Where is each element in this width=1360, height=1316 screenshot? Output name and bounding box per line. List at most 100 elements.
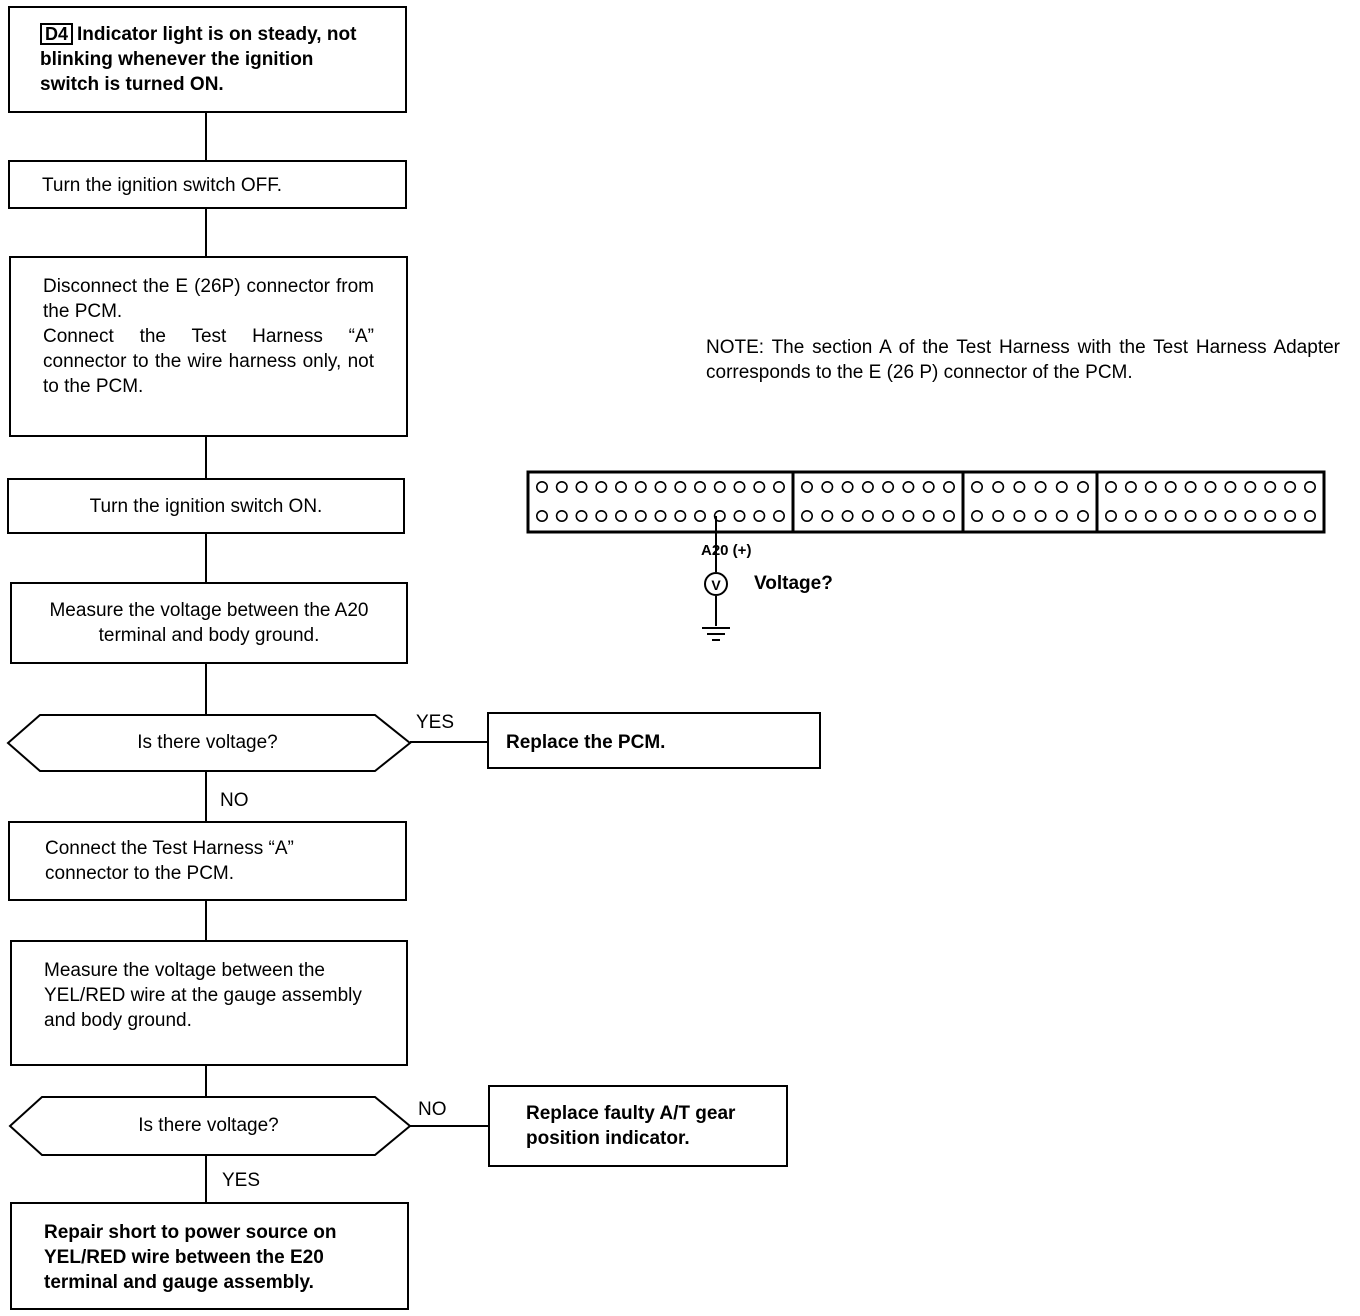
connector-pin xyxy=(1105,480,1118,493)
step-disconnect: Disconnect the E (26P) connector from th… xyxy=(9,256,408,437)
terminal-label: A20 (+) xyxy=(701,542,752,559)
connector-pin xyxy=(942,509,955,522)
step-ignition-on-text: Turn the ignition switch ON. xyxy=(89,495,323,517)
connector-pin xyxy=(1284,480,1297,493)
connector-pin xyxy=(654,509,667,522)
connector-pin xyxy=(1055,509,1068,522)
connector-pin xyxy=(595,480,608,493)
step-connect-pcm-text: Connect the Test Harness “A” connector t… xyxy=(45,838,294,884)
connector-pin xyxy=(1204,509,1217,522)
connector-pin xyxy=(992,509,1005,522)
step-indicator-text: Indicator light is on steady, not blinki… xyxy=(40,24,357,95)
connector-pin xyxy=(1013,509,1026,522)
connector-pin xyxy=(882,480,895,493)
connector-pin xyxy=(654,480,667,493)
step-disconnect-line2: Connect the Test Harness “A” connector t… xyxy=(43,326,374,397)
step-ignition-off-text: Turn the ignition switch OFF. xyxy=(42,175,283,196)
connector-pin xyxy=(1204,480,1217,493)
connector-pin xyxy=(800,509,813,522)
connector-pin xyxy=(970,480,983,493)
connector-pin xyxy=(1284,509,1297,522)
step-replace-pcm: Replace the PCM. xyxy=(487,712,821,769)
connector-pin xyxy=(614,480,627,493)
connector-pin xyxy=(1304,509,1317,522)
yes-label-2: YES xyxy=(222,1170,261,1191)
connector-pin xyxy=(861,480,874,493)
connector-pin xyxy=(753,480,766,493)
connector-pin xyxy=(753,509,766,522)
connector-pin xyxy=(922,480,935,493)
connector-pin xyxy=(1077,509,1090,522)
d4-badge: D4 xyxy=(40,23,74,45)
no-label-1: NO xyxy=(220,790,249,811)
step-disconnect-line1: Disconnect the E (26P) connector from th… xyxy=(43,276,374,322)
connector-pin xyxy=(772,509,785,522)
step-ignition-off: Turn the ignition switch OFF. xyxy=(8,160,407,209)
connector-pin xyxy=(1124,509,1137,522)
step-measure-a20-text: Measure the voltage between the A20 term… xyxy=(49,600,369,646)
connector-pin xyxy=(733,509,746,522)
connector-pin xyxy=(713,509,726,522)
connector-pin xyxy=(821,480,834,493)
connector-pin xyxy=(575,480,588,493)
connector-pin xyxy=(1034,480,1047,493)
connector-pin xyxy=(1184,509,1197,522)
connector-pin xyxy=(1184,480,1197,493)
connector-pin xyxy=(1264,480,1277,493)
connector-pin xyxy=(535,480,548,493)
step-connect-pcm: Connect the Test Harness “A” connector t… xyxy=(8,821,407,901)
connector-pin xyxy=(535,509,548,522)
step-measure-a20: Measure the voltage between the A20 term… xyxy=(10,582,408,664)
connector-pin xyxy=(713,480,726,493)
decision-voltage-2: Is there voltage? xyxy=(138,1115,279,1136)
connector-pin xyxy=(1077,480,1090,493)
connector-pin xyxy=(555,480,568,493)
connector-pin xyxy=(1105,509,1118,522)
step-replace-pcm-text: Replace the PCM. xyxy=(506,732,666,753)
connector-pin xyxy=(1013,480,1026,493)
connector-pin xyxy=(1034,509,1047,522)
connector-pin xyxy=(634,480,647,493)
connector-pin xyxy=(555,509,568,522)
connector-pin xyxy=(674,509,687,522)
connector-pin xyxy=(674,480,687,493)
connector-pin xyxy=(1244,480,1257,493)
connector-pin xyxy=(861,509,874,522)
connector-pin xyxy=(970,509,983,522)
connector-pin xyxy=(595,509,608,522)
step-measure-yel-red-text: Measure the voltage between the YEL/RED … xyxy=(44,960,362,1031)
connector-pin xyxy=(902,480,915,493)
connector-pin xyxy=(614,509,627,522)
step-ignition-on: Turn the ignition switch ON. xyxy=(7,478,405,534)
yes-label-1: YES xyxy=(416,712,455,733)
connector-pin xyxy=(942,480,955,493)
connector-pin xyxy=(772,480,785,493)
connector-pin xyxy=(841,509,854,522)
connector-pin xyxy=(693,509,706,522)
connector-pin xyxy=(634,509,647,522)
connector-pin xyxy=(1224,480,1237,493)
connector-pin xyxy=(693,480,706,493)
connector-pin xyxy=(821,509,834,522)
connector-pin xyxy=(992,480,1005,493)
step-replace-indicator: Replace faulty A/T gear position indicat… xyxy=(488,1085,788,1167)
decision-voltage-1: Is there voltage? xyxy=(137,732,278,753)
connector-pin xyxy=(575,509,588,522)
step-repair-short-text: Repair short to power source on YEL/RED … xyxy=(44,1222,337,1293)
connector-pin xyxy=(1264,509,1277,522)
connector-pin xyxy=(1164,509,1177,522)
step-replace-indicator-text: Replace faulty A/T gear position indicat… xyxy=(526,1103,736,1149)
connector-pins xyxy=(535,480,1317,522)
connector-pin xyxy=(922,509,935,522)
meter-label: Voltage? xyxy=(754,573,833,594)
connector-pin xyxy=(1244,509,1257,522)
connector-pin xyxy=(733,480,746,493)
connector-pin xyxy=(1144,509,1157,522)
note-text: NOTE: The section A of the Test Harness … xyxy=(706,337,1340,383)
connector-pin xyxy=(1304,480,1317,493)
connector-pin xyxy=(902,509,915,522)
connector-pin xyxy=(1164,480,1177,493)
connector-pin xyxy=(841,480,854,493)
